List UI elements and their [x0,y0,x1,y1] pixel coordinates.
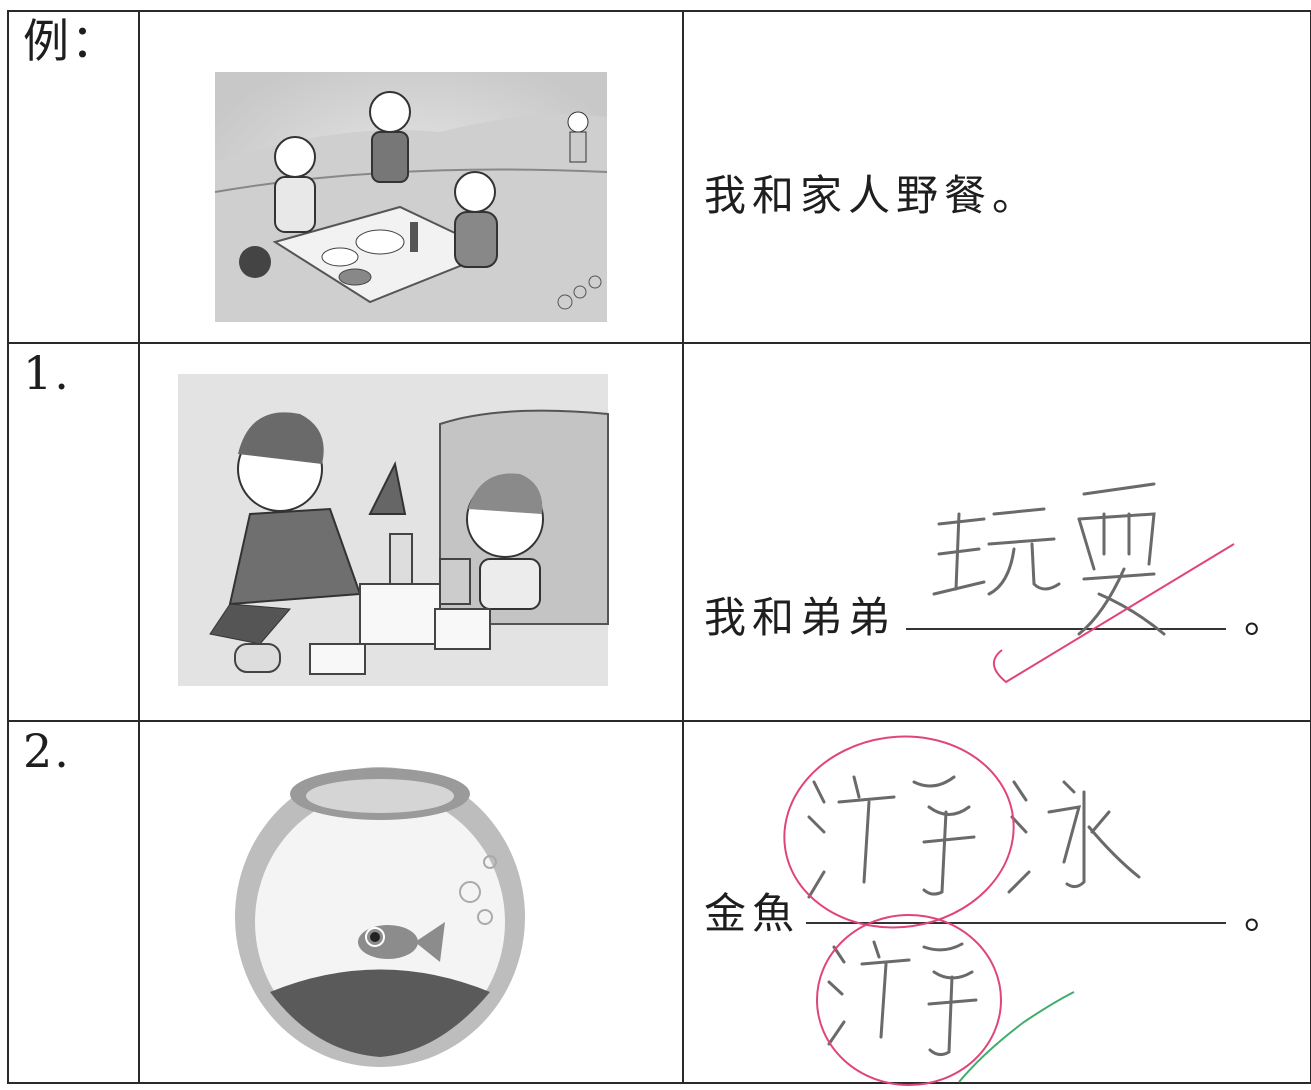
answer-blank[interactable] [806,922,1226,924]
exercise-table: 例： [7,10,1311,1086]
sentence-prefix: 金魚 [704,889,801,938]
sentence-period: 。 [1244,892,1284,938]
label-cell: 例： [7,10,140,344]
goldfish-bowl-illustration [140,722,682,1082]
table-row-example: 例： [7,10,1311,344]
label-cell: 2. [7,720,140,1084]
picture-cell [138,10,684,344]
sentence-period: 。 [1244,596,1284,642]
sentence-prefix: 我和弟弟 [704,593,897,642]
text-cell: 我和家人野餐。 [682,10,1311,344]
example-sentence: 我和家人野餐。 [704,171,1041,220]
picture-cell [138,720,684,1084]
text-cell: 我和弟弟 。 [682,342,1311,722]
table-row-1: 1. [7,342,1311,722]
row-label: 2. [23,724,71,778]
text-cell: 金魚 。 [682,720,1311,1086]
building-blocks-illustration [140,344,682,720]
label-cell: 1. [7,342,140,722]
answer-blank[interactable] [906,628,1226,630]
table-row-2: 2. [7,720,1311,1086]
picture-cell [138,342,684,722]
row-label: 例： [23,14,119,68]
picnic-illustration [140,12,682,342]
row-label: 1. [23,346,71,400]
